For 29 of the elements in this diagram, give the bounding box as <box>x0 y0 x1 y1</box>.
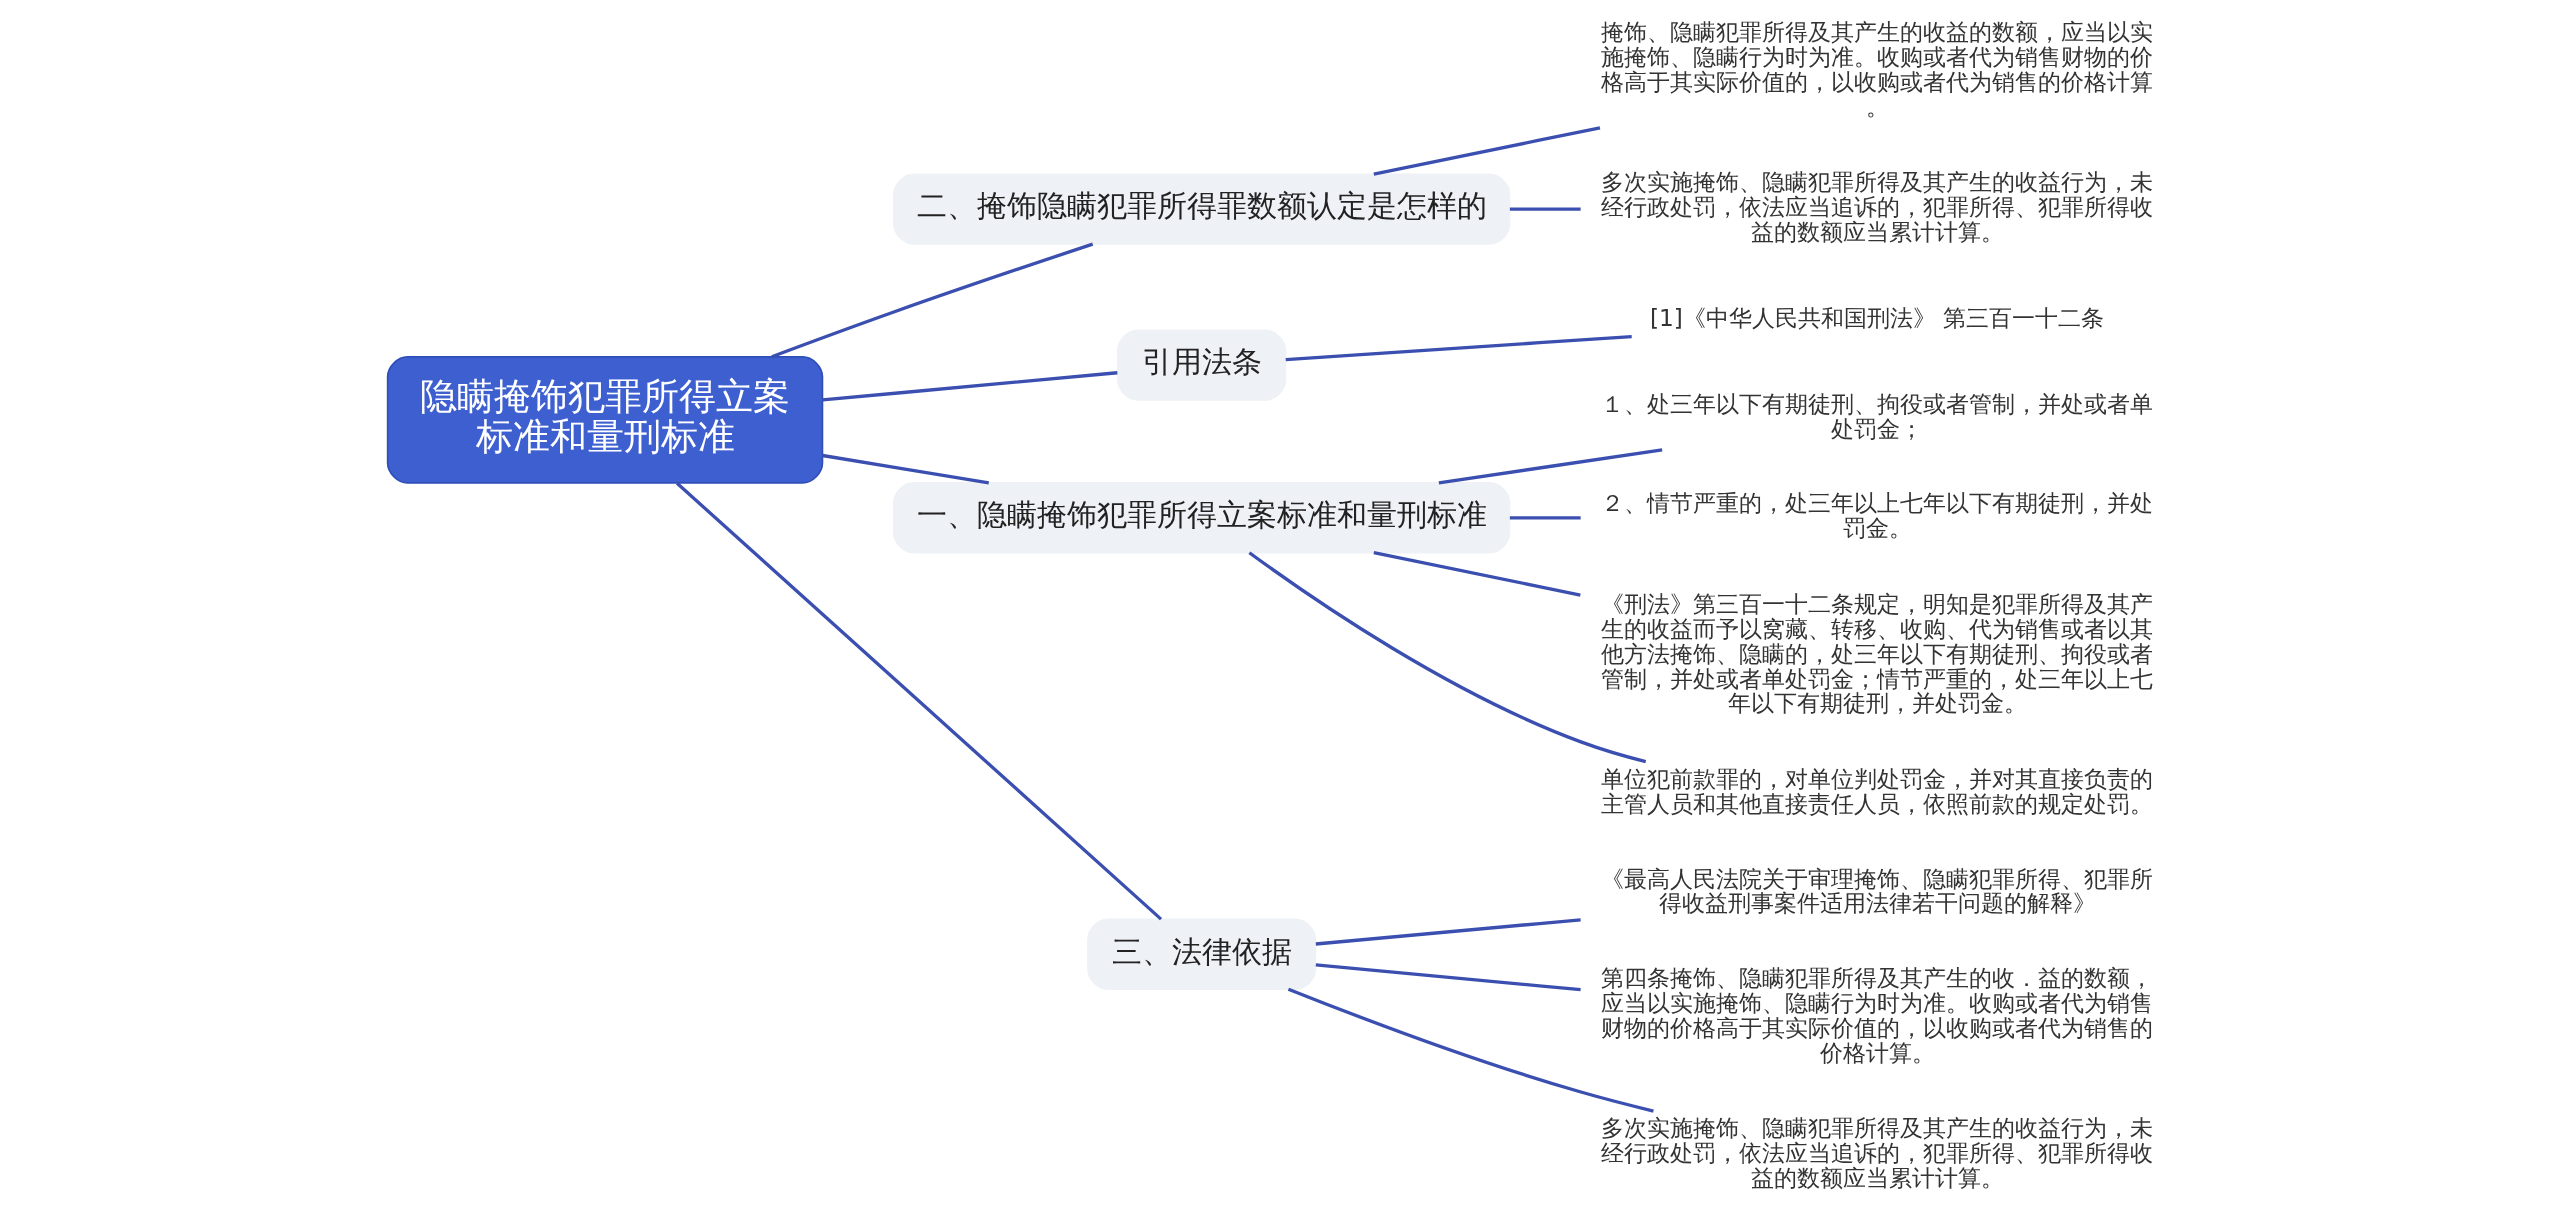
node-box: 引用法条 <box>1116 329 1286 401</box>
node-box: 二、掩饰隐瞒犯罪所得罪数额认定是怎样的 <box>892 173 1510 245</box>
node-text: 单位犯前款罪的，对单位判处罚金，并对其直接负责的主管人员和其他直接责任人员，依照前款的规定处罚。 <box>1600 764 2153 817</box>
connector <box>1509 516 1581 520</box>
connector <box>821 371 1117 402</box>
node-text: ２、情节严重的，处三年以上七年以下有期徒刑，并处罚金。 <box>1600 489 2153 542</box>
connector <box>1315 963 1581 992</box>
connector <box>1372 126 1600 176</box>
node-text: 《刑法》第三百一十二条规定，明知是犯罪所得及其产生的收益而予以窝藏、转移、收购、代为销售或者以其他方法掩饰、隐瞒的，处三年以下有期徒刑、拘役或者管制，并处或者单处罚金；情节严重的，处三年以上七年以下有期徒刑，并处罚金。 <box>1600 589 2153 717</box>
connector <box>1315 918 1581 946</box>
connector <box>675 482 1162 921</box>
connector <box>1247 551 1646 764</box>
connector <box>1287 987 1654 1113</box>
connector <box>1372 551 1581 597</box>
node-text: 第四条掩饰、隐瞒犯罪所得及其产生的收．益的数额，应当以实施掩饰、隐瞒行为时为准。收购或者代为销售财物的价格高于其实际价值的，以收购或者代为销售的价格计算。 <box>1600 964 2153 1066</box>
connector <box>1509 207 1581 211</box>
node-text: 掩饰、隐瞒犯罪所得及其产生的收益的数额，应当以实施掩饰、隐瞒行为时为准。收购或者代为销售财物的价格高于其实际价值的，以收购或者代为销售的价格计算。 <box>1600 18 2153 120</box>
node-text: 《最高人民法院关于审理掩饰、隐瞒犯罪所得、犯罪所得收益刑事案件适用法律若干问题的解释》 <box>1600 864 2153 917</box>
node-box: 三、法律依据 <box>1086 918 1316 990</box>
connector <box>770 242 1093 359</box>
node-box: 一、隐瞒掩饰犯罪所得立案标准和量刑标准 <box>892 482 1510 554</box>
node-text: 多次实施掩饰、隐瞒犯罪所得及其产生的收益行为，未经行政处罚，依法应当追诉的，犯罪所得、犯罪所得收益的数额应当累计计算。 <box>1600 168 2153 246</box>
connector <box>1438 448 1662 485</box>
node-text: [1]《中华人民共和国刑法》 第三百一十二条 <box>1649 304 2104 332</box>
node-text: 多次实施掩饰、隐瞒犯罪所得及其产生的收益行为，未经行政处罚，依法应当追诉的，犯罪所得、犯罪所得收益的数额应当累计计算。 <box>1600 1114 2153 1192</box>
connector <box>821 453 989 485</box>
node-box: 隐瞒掩饰犯罪所得立案标准和量刑标准 <box>386 356 823 484</box>
node-text: １、处三年以下有期徒刑、拘役或者管制，并处或者单处罚金； <box>1600 389 2153 442</box>
connector <box>1285 334 1632 362</box>
